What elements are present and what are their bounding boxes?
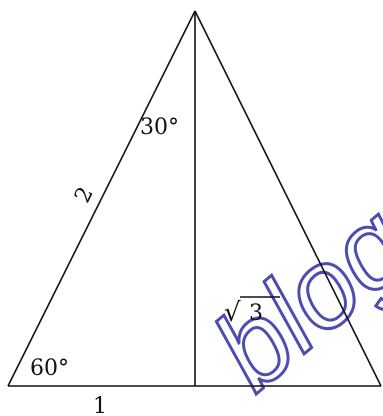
hypotenuse-length-label: 2 xyxy=(70,183,99,207)
height-length-label: √ 3 xyxy=(224,296,280,328)
triangle-right-side xyxy=(194,10,382,387)
watermark-text: blog xyxy=(190,182,383,414)
angle-top-label: 30° xyxy=(140,115,179,140)
angle-bottom-left-label: 60° xyxy=(30,356,69,381)
radicand-text: 3 xyxy=(249,301,263,326)
radical-sign: √ xyxy=(224,298,241,328)
base-length-label: 1 xyxy=(93,394,107,416)
triangle-left-side xyxy=(7,10,196,387)
